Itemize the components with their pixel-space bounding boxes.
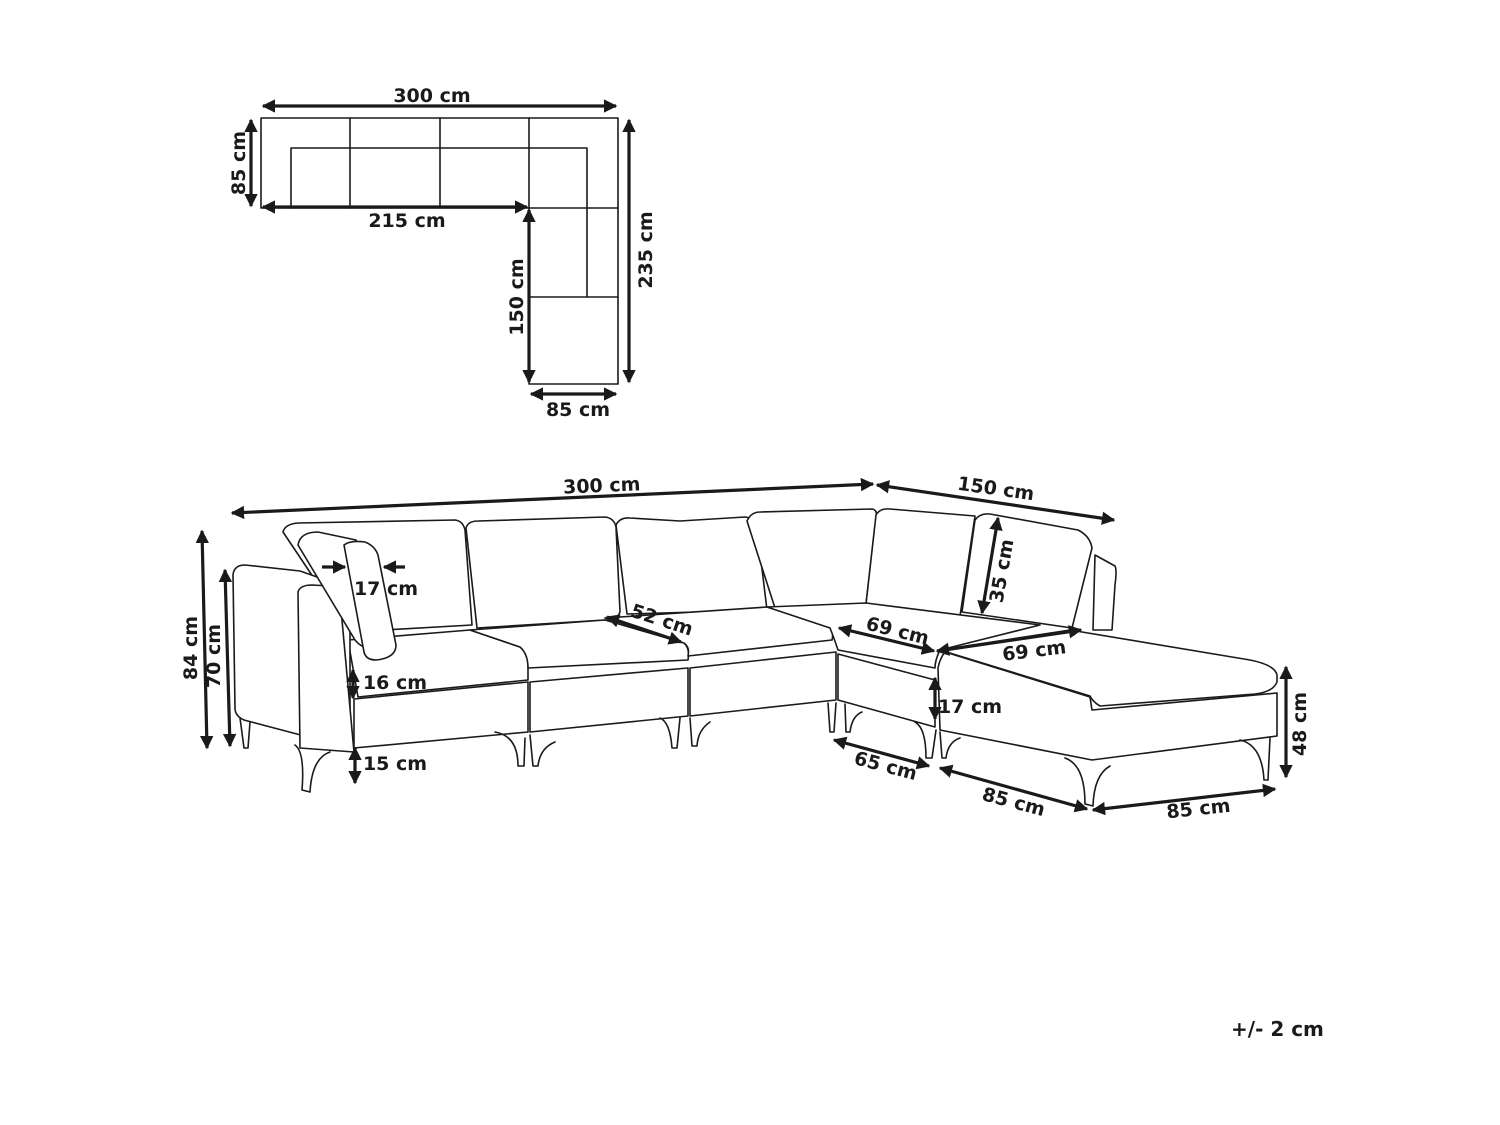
leg [529,734,556,767]
leg [494,731,526,767]
back-cushion-5 [865,508,976,617]
label-top-300: 300 cm [393,85,470,107]
dim-arrow-70 [218,568,237,748]
label-top-150: 150 cm [506,258,528,335]
label-16: 16 cm [363,672,427,694]
top-view-outline [260,117,619,385]
label-15: 15 cm [363,753,427,775]
leg [939,731,961,759]
leg [914,721,937,759]
dim-arrow-65 [832,736,931,770]
leg [827,702,837,733]
seat-base-3 [689,651,837,717]
label-17-pillow: 17 cm [354,578,418,600]
leg [1239,737,1271,781]
tolerance-note: +/- 2 cm [1231,1017,1324,1041]
dim-arrow-85-a [938,764,1089,813]
dim-arrow-69-corner [837,624,936,655]
leg [239,717,251,749]
seat-base-1 [353,681,529,749]
dim-arrow-300-perspective [230,477,875,520]
label-150-perspective: 150 cm [956,473,1036,506]
dim-arrow-69-ottoman [935,625,1083,656]
seat-base-2 [529,667,689,733]
label-top-215: 215 cm [368,210,445,232]
back-cushion-2 [465,516,621,629]
dim-arrow-84 [195,529,214,750]
label-84: 84 cm [180,616,202,680]
label-top-235: 235 cm [635,211,657,288]
label-70: 70 cm [203,624,225,688]
label-300-perspective: 300 cm [563,473,641,498]
label-48: 48 cm [1289,692,1311,756]
perspective-view: 300 cm 150 cm 84 cm 70 cm 17 cm 52 cm 16… [180,473,1311,824]
dim-arrow-150-perspective [875,480,1116,525]
back-cushion-4 [746,508,878,609]
label-top-85-chaise: 85 cm [546,399,610,421]
seat-base-corner [837,653,936,728]
leg [689,717,711,747]
label-top-85-depth: 85 cm [228,131,250,195]
leg [294,744,331,793]
bolster-pillow-front [343,540,397,661]
dim-arrow-85-b [1091,783,1277,816]
top-view-plan: 300 cm 85 cm 215 cm 150 cm 235 cm 85 cm [228,85,657,421]
leg [659,717,681,749]
top-view-seat-line [290,147,588,298]
dim-arrow-35 [977,516,1003,615]
leg [1064,757,1111,807]
dim-arrow-52 [605,614,683,645]
leg [844,703,863,733]
back-cushion-3 [615,516,768,615]
chaise-armrest [1092,554,1117,631]
label-17-ottoman: 17 cm [938,696,1002,718]
